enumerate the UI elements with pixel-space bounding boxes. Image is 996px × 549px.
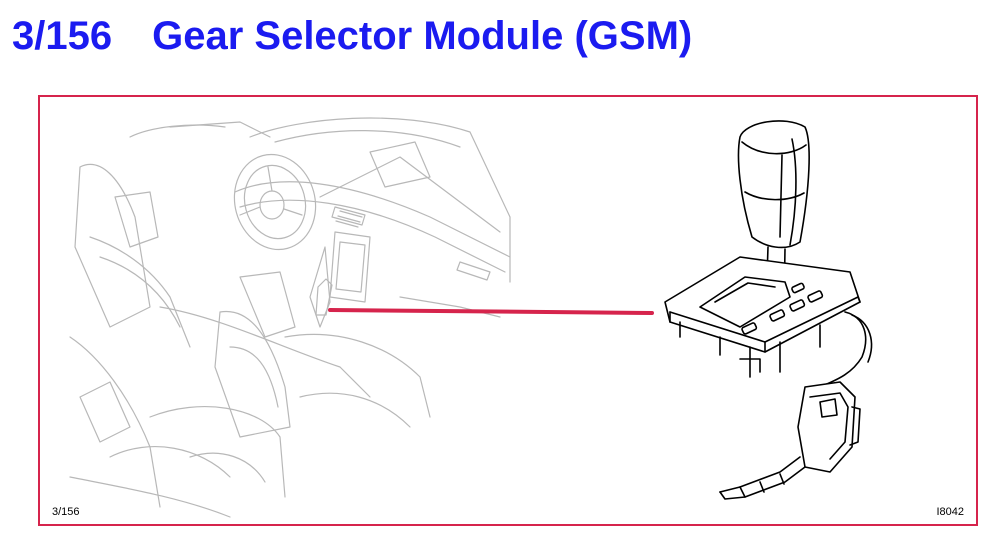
gear-selector-module-illustration	[664, 120, 873, 500]
figure-reference-right: I8042	[936, 506, 964, 518]
page-number: 3/156	[12, 13, 113, 58]
page-title-text: Gear Selector Module (GSM)	[152, 13, 693, 58]
figure-frame: 3/156 I8042	[38, 95, 978, 526]
car-interior-illustration	[69, 117, 511, 518]
figure-illustration	[69, 117, 873, 518]
page-title: 3/156 Gear Selector Module (GSM)	[12, 8, 692, 64]
figure-reference-left: 3/156	[52, 506, 80, 518]
leader-line	[328, 308, 654, 315]
